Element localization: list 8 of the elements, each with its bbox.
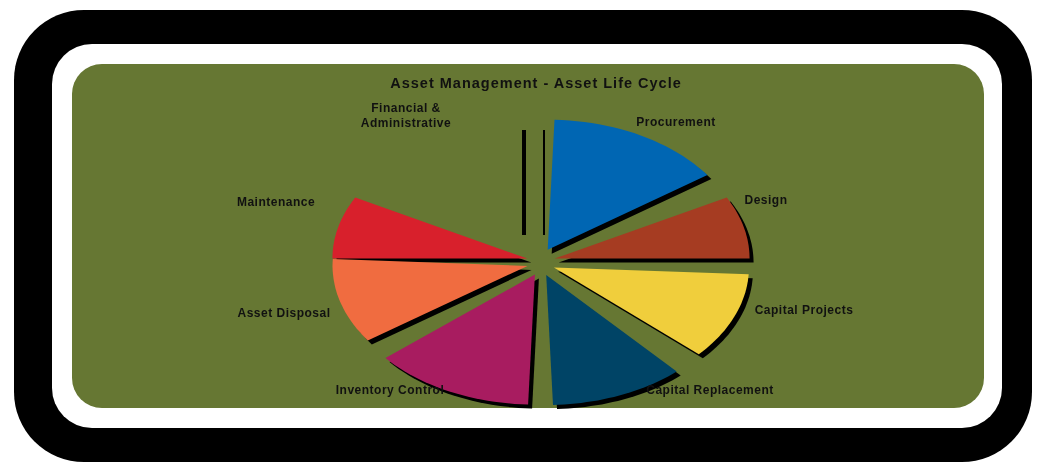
title: Asset Management - Asset Life Cycle [390,75,682,91]
slice-label: Capital Projects [754,302,854,318]
slice-label: Maintenance [236,194,316,210]
slice-label: Financial & Administrative [359,101,453,131]
slice-label: Design [744,192,788,208]
slice-label: Procurement [636,114,716,130]
slice-label: Asset Disposal [237,305,331,321]
slice-label: Inventory Control [335,382,445,398]
